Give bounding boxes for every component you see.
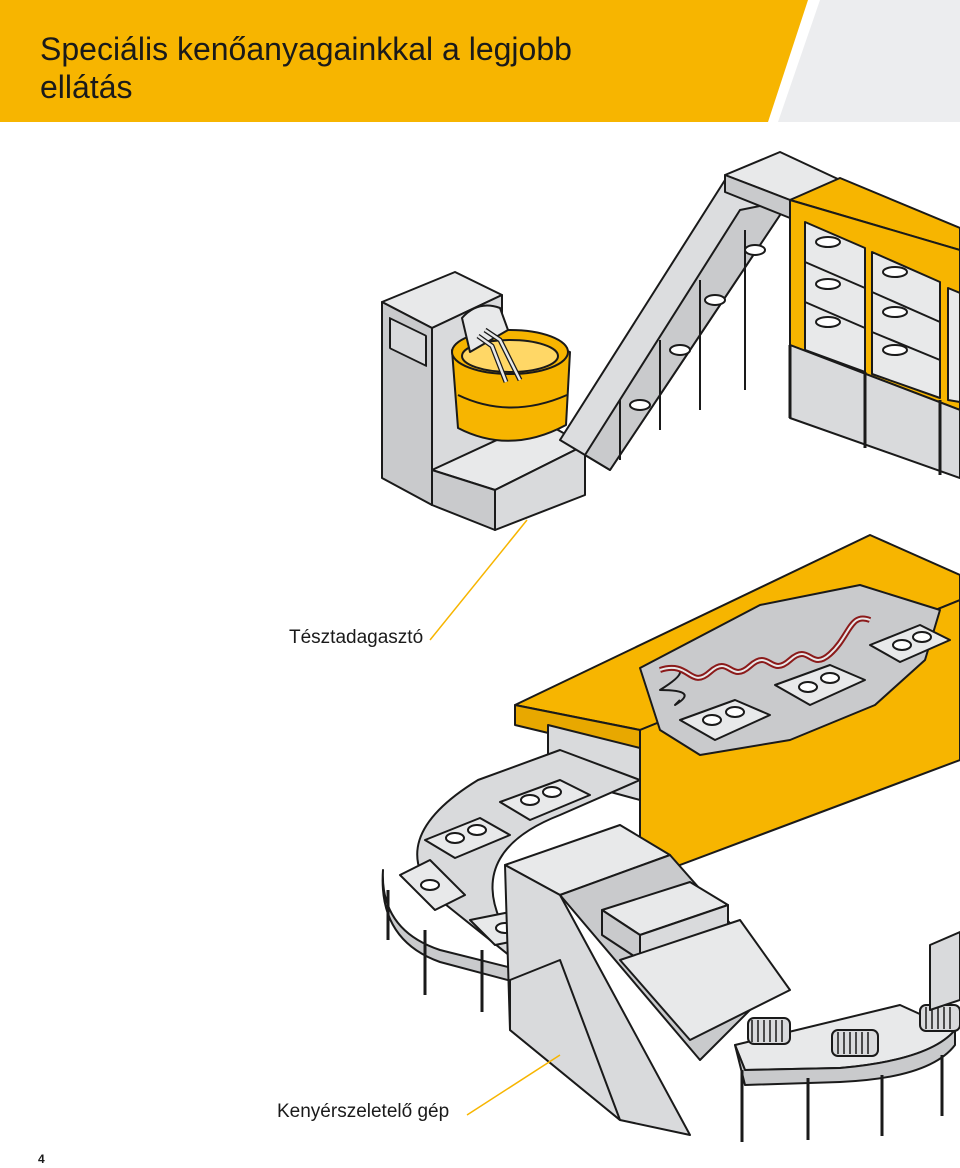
page-title-line-1: Speciális kenőanyagainkkal a legjobb	[40, 31, 572, 67]
page-title: Speciális kenőanyagainkkal a legjobb ell…	[40, 30, 572, 106]
header-background	[0, 0, 960, 122]
proofer-cabinet	[788, 177, 960, 479]
proofer-leader-line	[429, 519, 528, 641]
bread-slicer	[504, 824, 960, 1142]
page-number: 4	[38, 1152, 45, 1166]
dough-mixer	[381, 271, 586, 531]
oven-tunnel	[514, 534, 960, 881]
bakery-machinery-illustration	[381, 151, 960, 1142]
slicer-leader-line	[466, 1054, 561, 1116]
slicer-callout-label: Kenyérszeletelő gép	[277, 1101, 450, 1122]
proofer-callout-label: Tésztadagasztó	[289, 627, 424, 648]
page-title-line-2: ellátás	[40, 69, 133, 105]
header-banner: Speciális kenőanyagainkkal a legjobb ell…	[0, 0, 960, 122]
